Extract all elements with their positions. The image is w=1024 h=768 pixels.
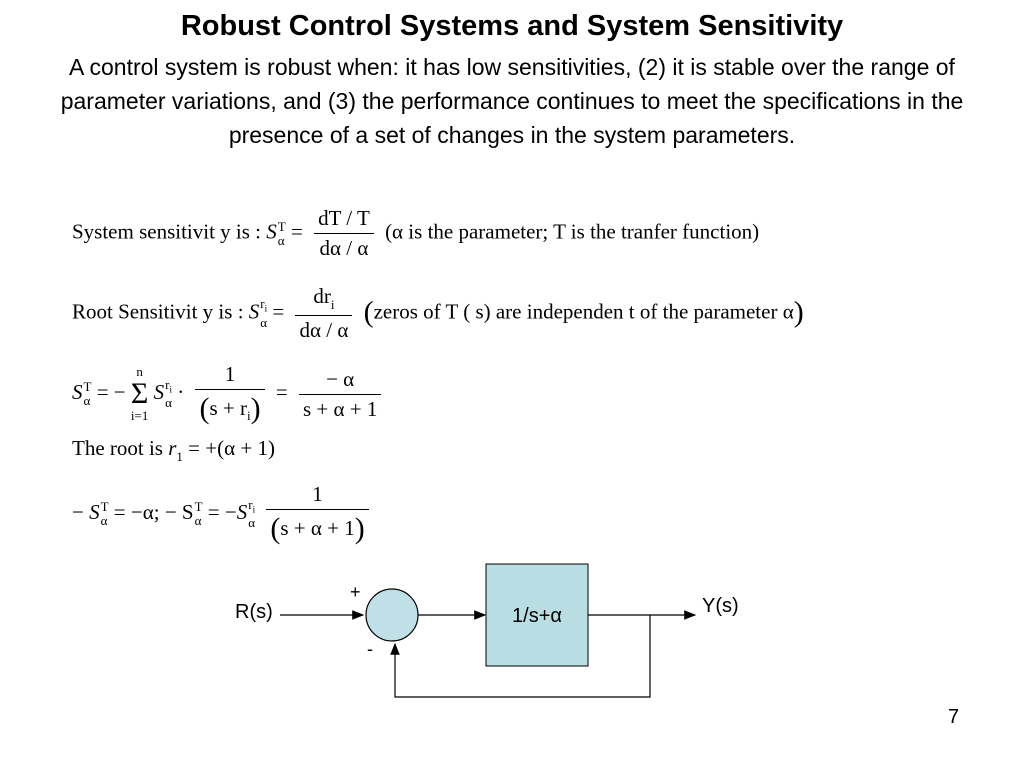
eq1-denominator: dα / α <box>319 236 369 260</box>
eq4-rhs: = +(α + 1) <box>188 436 275 460</box>
eq3-fraction-2: − α s + α + 1 <box>298 367 382 422</box>
intro-paragraph: A control system is robust when: it has … <box>60 54 964 148</box>
eq2-fraction: dri dα / α <box>295 284 353 343</box>
output-label: Y(s) <box>702 595 739 617</box>
eq2-label: Root Sensitivit y is : <box>72 299 244 324</box>
eq2-denominator: dα / α <box>299 318 349 342</box>
eq1-note: (α is the parameter; T is the tranfer fu… <box>385 219 760 244</box>
eq1-fraction: dT / T dα / α <box>314 206 374 261</box>
input-label: R(s) <box>235 601 273 623</box>
eq5-fraction: 1 (s + α + 1) <box>266 482 369 546</box>
eq1-label: System sensitivit y is : <box>72 219 262 244</box>
page-number: 7 <box>948 706 960 728</box>
summation-symbol: n Σ i=1 <box>130 364 149 423</box>
eq1-numerator: dT / T <box>314 206 374 234</box>
transfer-function-block <box>485 563 589 667</box>
eq4-label: The root is <box>72 436 163 460</box>
plus-sign: + <box>350 582 361 602</box>
slide-title: Robust Control Systems and System Sensit… <box>180 10 844 42</box>
summing-junction <box>365 588 419 642</box>
feedback-block-diagram: R(s) + - 1/s+α Y(s) <box>235 563 739 698</box>
eq2-numerator: dri <box>295 284 353 316</box>
feedback-path <box>390 615 651 698</box>
eq2-note: zeros of T ( s) are independen t of the … <box>373 299 794 324</box>
eq3-fraction-1: 1 (s + ri) <box>195 362 265 426</box>
block-label: 1/s+α <box>512 605 562 627</box>
eq5-mid: = −α; − S <box>113 499 194 524</box>
equation-root: The root is r1 = +(α + 1) <box>72 436 275 464</box>
minus-sign: - <box>367 639 373 659</box>
